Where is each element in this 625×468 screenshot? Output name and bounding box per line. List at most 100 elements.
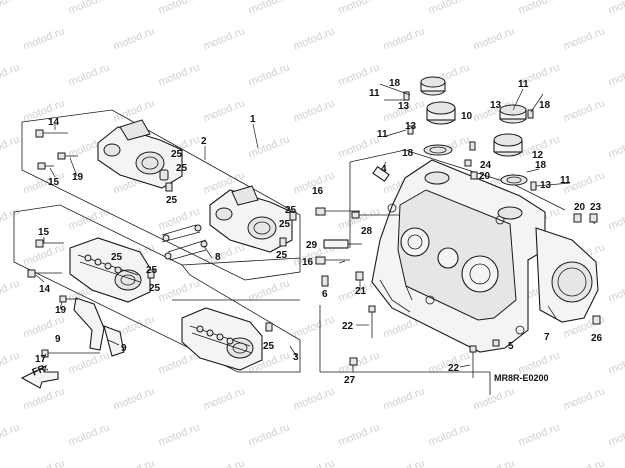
head-gasket <box>535 227 599 323</box>
oil-pipe-bracket <box>161 224 208 261</box>
upper-cam-holder-group-frame <box>21 109 301 281</box>
diagram-code: MR8R-E0200 <box>494 373 549 383</box>
bolt-23 <box>589 213 598 223</box>
callout-16-lower: 16 <box>302 257 314 268</box>
callout-25-f: 25 <box>276 250 288 261</box>
callout-20-right: 20 <box>574 202 586 213</box>
callout-13-c: 13 <box>490 100 502 111</box>
collar-21 <box>355 271 364 281</box>
bolt-15-upper <box>37 162 54 170</box>
plug-4 <box>372 165 390 183</box>
callout-25-a: 25 <box>171 149 183 160</box>
callout-2: 2 <box>201 136 207 147</box>
callout-14-lower: 14 <box>39 284 51 295</box>
bolt-27 <box>349 357 358 372</box>
callout-11-c: 11 <box>518 79 529 90</box>
callout-3: 3 <box>293 352 299 363</box>
valve-spring-washer-right <box>500 174 528 186</box>
stud-bolt-16b <box>315 256 350 265</box>
dowel-pins <box>147 182 297 332</box>
callout-1: 1 <box>250 114 256 125</box>
callout-4: 4 <box>381 164 387 175</box>
front-direction-arrow <box>20 364 59 389</box>
bolt-19-lower <box>59 295 78 303</box>
callout-25-d: 25 <box>285 205 297 216</box>
callout-26: 26 <box>591 333 603 344</box>
callout-25-j: 25 <box>263 341 275 352</box>
callout-25-h: 25 <box>146 265 158 276</box>
callout-25-b: 25 <box>176 163 188 174</box>
callout-28: 28 <box>361 226 373 237</box>
leader-lines <box>35 83 596 368</box>
bolt-14-upper <box>35 129 68 138</box>
dowel-6 <box>321 275 329 287</box>
callout-15-lower: 15 <box>38 227 50 238</box>
watermark-text: motod.ru <box>607 0 625 17</box>
callout-25-e: 25 <box>279 219 291 230</box>
callout-23: 23 <box>590 202 602 213</box>
dowel-26 <box>592 315 601 325</box>
callout-12: 12 <box>532 150 544 161</box>
valve-retainer-12 <box>493 133 523 157</box>
bolt-19 <box>57 152 78 160</box>
callout-22-right: 22 <box>448 363 460 374</box>
callout-10: 10 <box>461 111 473 122</box>
lower-cam-holder-group-frame <box>13 204 301 373</box>
callout-25-i: 25 <box>149 283 161 294</box>
callout-14-upper: 14 <box>48 117 60 128</box>
callout-7: 7 <box>544 332 550 343</box>
stud-22-left <box>368 305 376 338</box>
stud-bolt-16 <box>315 207 360 216</box>
callout-29: 29 <box>306 240 318 251</box>
callout-11-a: 11 <box>369 88 380 99</box>
bolt-15-lower <box>35 239 64 248</box>
callout-16-upper: 16 <box>312 186 324 197</box>
head-frame-bottom <box>320 371 491 395</box>
camshaft-holder-lower <box>69 237 151 303</box>
valve-retainer-10 <box>426 101 456 125</box>
callout-27: 27 <box>344 375 356 386</box>
callout-13-a: 13 <box>398 101 410 112</box>
dowel-20-center <box>470 171 478 180</box>
callout-15-upper: 15 <box>48 177 60 188</box>
valve-cotters <box>403 91 537 191</box>
callout-25-g: 25 <box>111 252 123 263</box>
callout-19-lower: 19 <box>55 305 67 316</box>
camshaft-holder-upper-rear <box>209 185 293 253</box>
bolt-5 <box>492 339 500 347</box>
bolt-28 <box>351 211 400 219</box>
bolt-14-lower <box>27 269 62 278</box>
callout-19-upper: 19 <box>72 172 84 183</box>
camshaft-holder-upper <box>97 119 183 189</box>
callout-22-left: 22 <box>342 321 354 332</box>
bolt-17 <box>41 349 100 358</box>
callout-18-a: 18 <box>389 78 401 89</box>
valve-spring-seat-right <box>499 104 527 124</box>
cylinder-head <box>371 159 546 353</box>
spark-plug-29 <box>323 239 362 249</box>
camshaft-holder-lower-rear <box>181 307 263 371</box>
callout-11-b: 11 <box>377 129 388 140</box>
callout-25-c: 25 <box>166 195 178 206</box>
callout-6: 6 <box>322 289 328 300</box>
callout-18-d: 18 <box>535 160 547 171</box>
group-divider-line <box>181 257 301 266</box>
callout-9-left: 9 <box>55 334 61 345</box>
callout-8: 8 <box>215 252 221 263</box>
valve-spring-seat-top <box>420 76 446 96</box>
callout-labels: 1 2 3 4 5 6 7 8 9 9 10 11 11 11 11 12 13… <box>35 78 603 386</box>
dowel-20-right <box>573 213 582 223</box>
stud-22-right <box>469 345 477 378</box>
guide-plate <box>73 297 125 357</box>
head-frame-top <box>349 149 566 211</box>
bolt-24 <box>464 159 472 167</box>
callout-13-d: 13 <box>540 180 552 191</box>
callout-21: 21 <box>355 286 367 297</box>
callout-17: 17 <box>35 354 47 365</box>
callout-13-b: 13 <box>405 121 417 132</box>
valve-spring-seat-lower <box>423 144 453 156</box>
callout-18-c: 18 <box>539 100 551 111</box>
callout-24: 24 <box>480 160 492 171</box>
callout-20-center: 20 <box>479 171 491 182</box>
